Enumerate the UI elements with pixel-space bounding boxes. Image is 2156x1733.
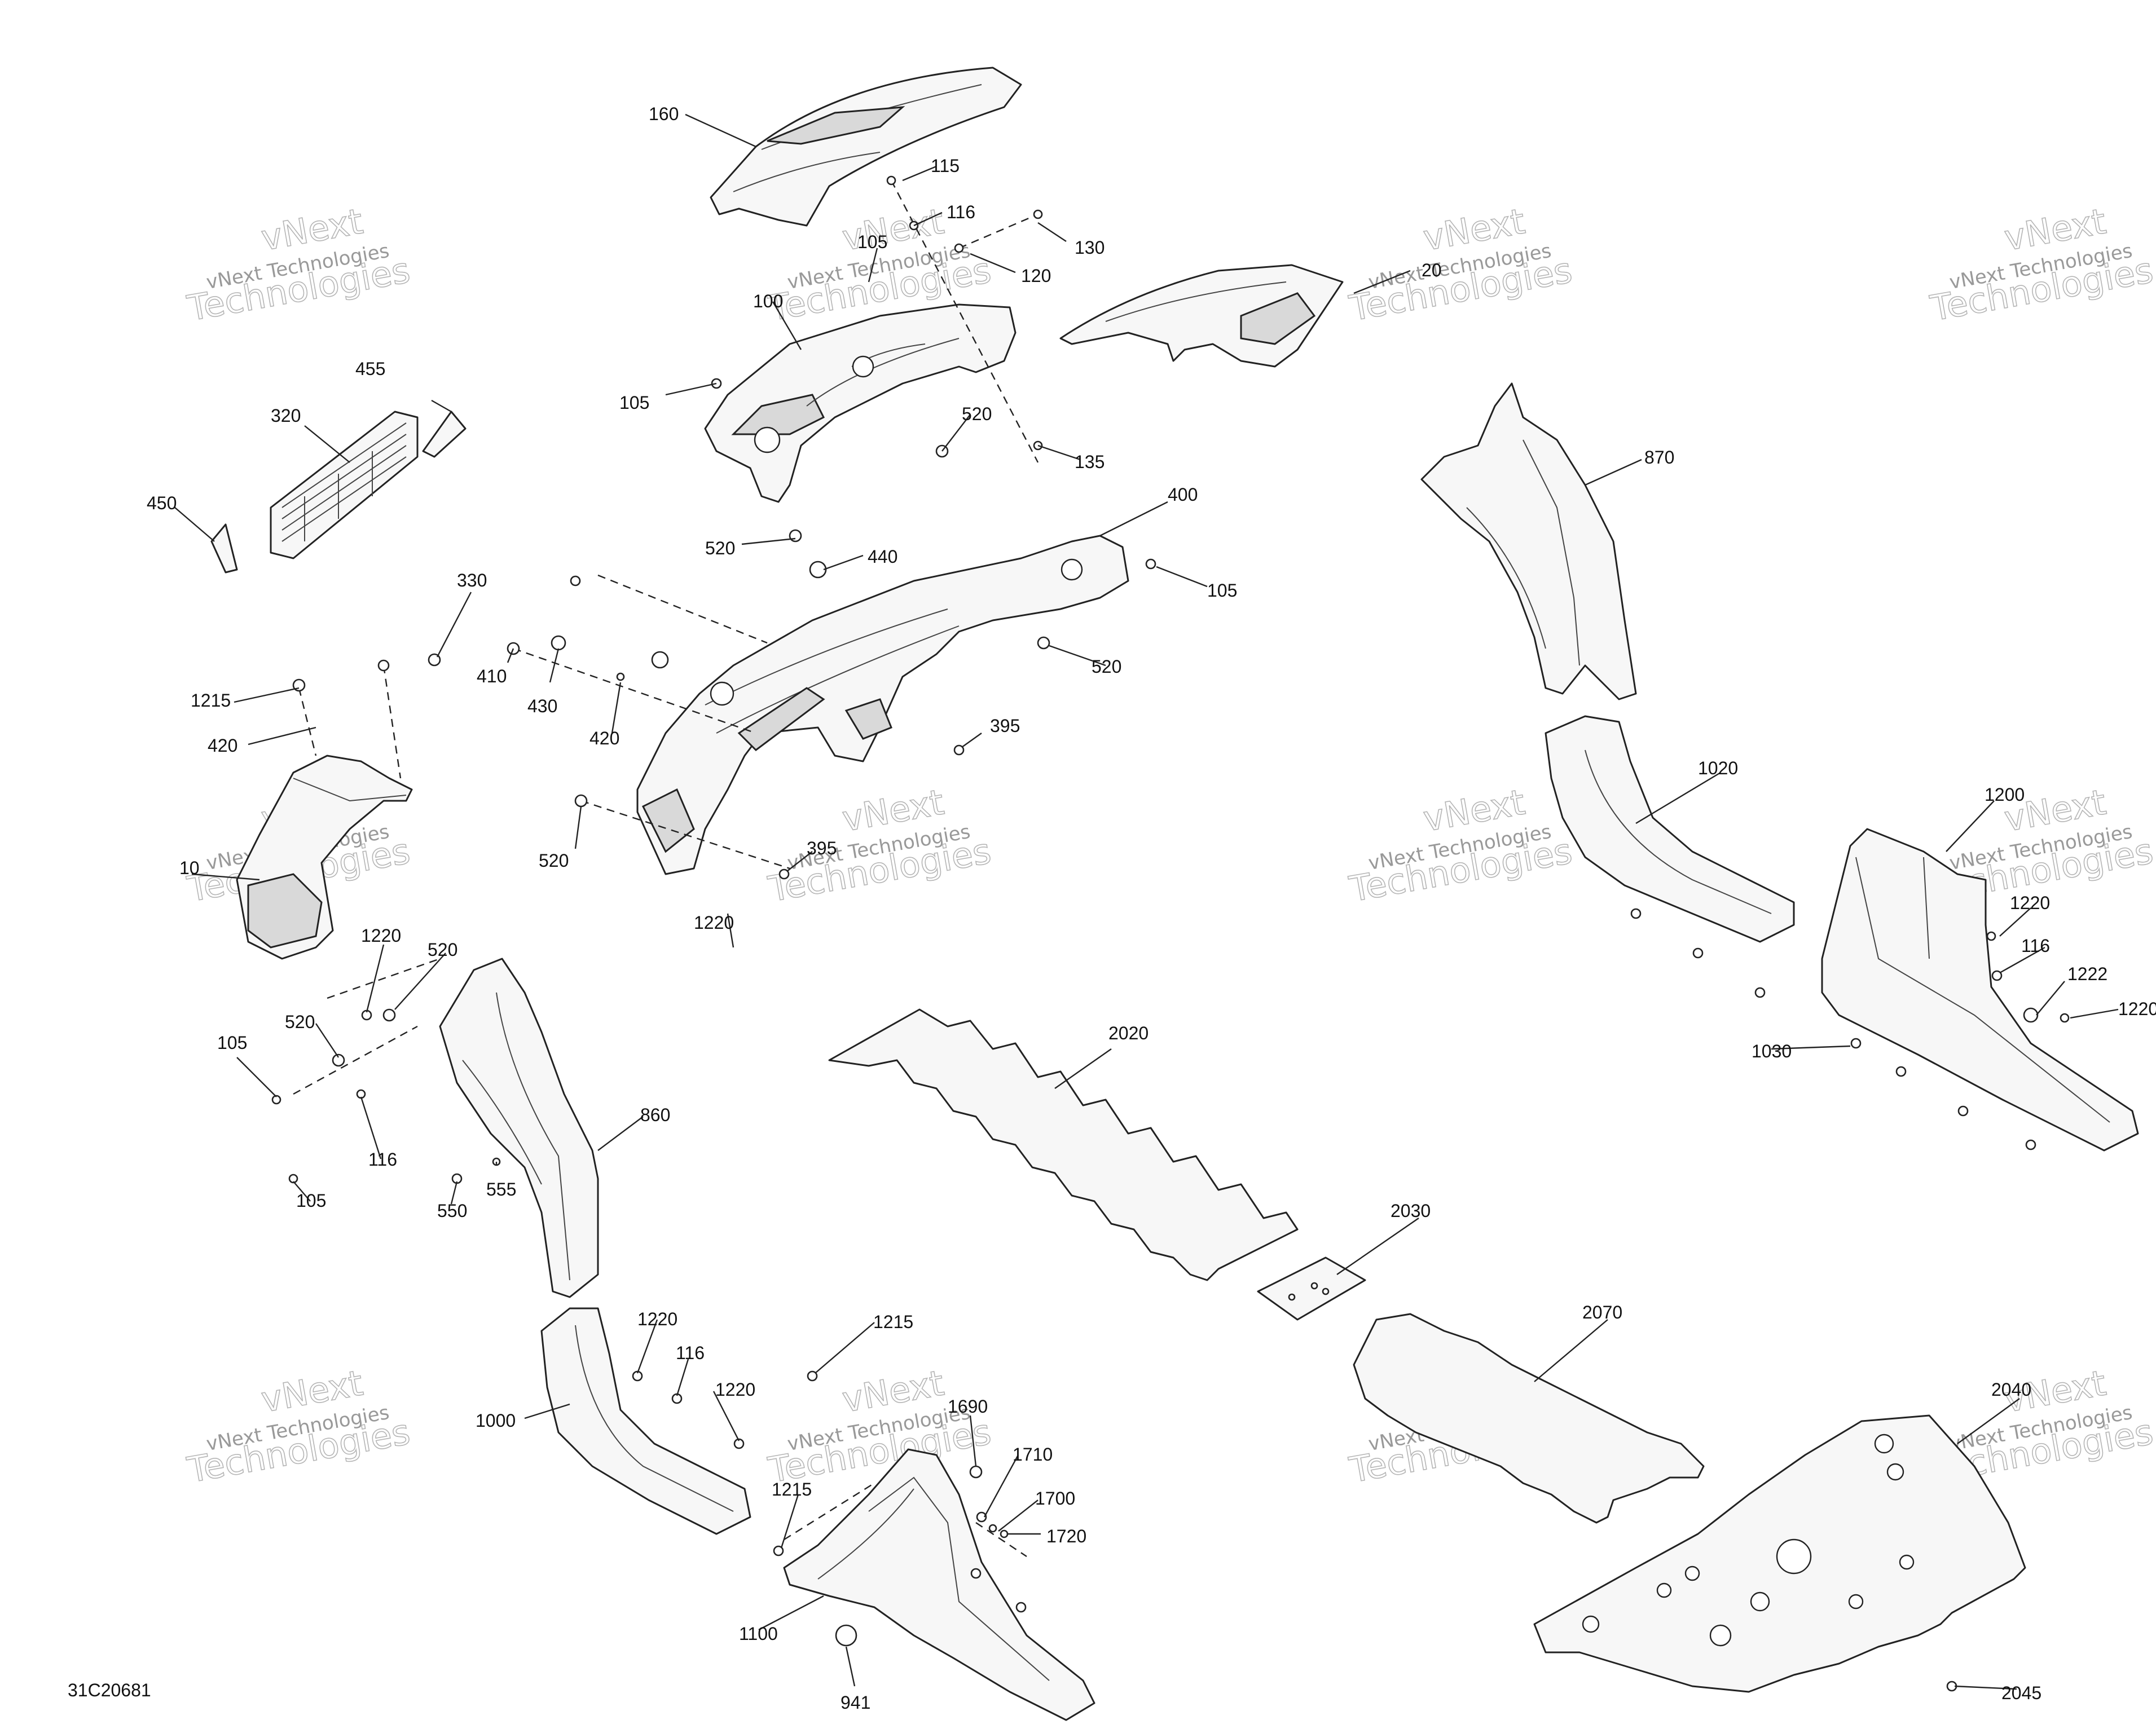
callout-555: 555 <box>486 1179 516 1200</box>
callout-520: 520 <box>539 850 569 871</box>
callout-520: 520 <box>705 538 735 558</box>
callout-420: 420 <box>208 735 237 756</box>
callout-105: 105 <box>619 393 649 413</box>
leader-lines <box>174 113 2119 1690</box>
callout-1220: 1220 <box>361 925 401 946</box>
parts <box>210 67 2139 1721</box>
callout-395: 395 <box>807 838 837 858</box>
watermark-top-center: vNext vNext Technologies Technologies <box>765 200 995 330</box>
callout-116: 116 <box>2021 936 2050 956</box>
callout-115: 115 <box>931 156 960 176</box>
part-160-top-cover <box>710 67 1022 227</box>
part-2070-floor-panel <box>1353 1313 1705 1524</box>
document-id: 31C20681 <box>68 1680 151 1700</box>
callout-520: 520 <box>285 1012 315 1032</box>
callout-labels: 160 115 116 105 130 120 20 100 105 520 1… <box>147 104 2156 1713</box>
callout-1215: 1215 <box>873 1312 913 1332</box>
part-2040-skid-plate <box>1533 1414 2026 1693</box>
watermark-mid-center: vNext vNext Technologies Technologies <box>765 781 995 911</box>
callout-1720: 1720 <box>1046 1526 1086 1546</box>
callout-320: 320 <box>271 405 301 426</box>
fasteners <box>271 175 2070 1692</box>
callout-1222: 1222 <box>2067 964 2107 984</box>
callout-2020: 2020 <box>1108 1023 1149 1043</box>
callout-1020: 1020 <box>1698 758 1738 778</box>
callout-116: 116 <box>676 1343 705 1363</box>
callout-105: 105 <box>296 1190 326 1211</box>
part-10-left-front-cover <box>236 755 413 960</box>
part-1200-right-side <box>1821 828 2139 1152</box>
callout-2030: 2030 <box>1391 1201 1431 1221</box>
callout-395: 395 <box>990 716 1020 736</box>
part-455-reflector <box>422 411 467 458</box>
callout-135: 135 <box>1075 452 1105 472</box>
callout-1215: 1215 <box>772 1479 812 1500</box>
watermark-bottom-left: vNext vNext Technologies Technologies <box>184 1362 413 1492</box>
callout-105: 105 <box>857 232 887 252</box>
callout-1220: 1220 <box>694 912 734 933</box>
callout-10: 10 <box>179 858 200 878</box>
callout-20: 20 <box>1422 260 1442 280</box>
callout-1220: 1220 <box>2010 893 2050 913</box>
part-1020-right-rocker <box>1545 715 1795 943</box>
part-400-main-dash-frame <box>636 535 1129 875</box>
watermark-bottom-center: vNext vNext Technologies Technologies <box>765 1362 995 1492</box>
part-2020-floor-panel <box>828 1008 1299 1281</box>
callout-420: 420 <box>589 728 619 748</box>
callout-440: 440 <box>868 546 897 567</box>
watermark-top-right: vNext vNext Technologies Technologies <box>1927 200 2156 330</box>
part-320-grille <box>270 411 419 559</box>
callout-400: 400 <box>1168 484 1198 505</box>
part-870-right-pillar <box>1420 382 1637 700</box>
callout-860: 860 <box>640 1105 670 1125</box>
callout-1700: 1700 <box>1035 1488 1075 1509</box>
callout-410: 410 <box>477 666 507 686</box>
callout-1215: 1215 <box>191 690 231 711</box>
part-860-left-pillar <box>439 958 599 1298</box>
callout-550: 550 <box>437 1201 467 1221</box>
part-1000-left-rocker <box>540 1307 751 1535</box>
callout-160: 160 <box>649 104 679 124</box>
callout-1220: 1220 <box>637 1309 677 1329</box>
callout-116: 116 <box>947 202 975 222</box>
callout-116: 116 <box>368 1149 397 1170</box>
callout-1000: 1000 <box>476 1410 516 1431</box>
callout-520: 520 <box>428 940 457 960</box>
callout-870: 870 <box>1644 447 1674 468</box>
callout-1030: 1030 <box>1752 1041 1792 1061</box>
callout-1690: 1690 <box>948 1396 988 1417</box>
callout-130: 130 <box>1075 237 1105 258</box>
callout-1220: 1220 <box>2118 999 2156 1019</box>
callout-1100: 1100 <box>739 1624 778 1644</box>
callout-430: 430 <box>527 696 557 716</box>
callout-520: 520 <box>1092 656 1121 677</box>
callout-450: 450 <box>147 493 177 513</box>
watermark-top-mid-right: vNext vNext Technologies Technologies <box>1346 200 1576 330</box>
callout-120: 120 <box>1021 266 1051 286</box>
callout-2070: 2070 <box>1582 1302 1622 1322</box>
callout-520: 520 <box>962 404 992 424</box>
part-20-right-dash-cover <box>1059 264 1344 368</box>
callout-2040: 2040 <box>1991 1379 2031 1400</box>
callout-330: 330 <box>457 570 487 590</box>
watermark-mid-mid-right: vNext vNext Technologies Technologies <box>1346 781 1576 911</box>
callout-105: 105 <box>217 1033 247 1053</box>
callout-1200: 1200 <box>1985 784 2025 805</box>
callout-2045: 2045 <box>2001 1683 2041 1703</box>
part-450-reflector <box>210 523 238 574</box>
callout-100: 100 <box>753 291 783 311</box>
callout-1220: 1220 <box>715 1379 755 1400</box>
callout-1710: 1710 <box>1013 1444 1053 1465</box>
callout-941: 941 <box>841 1692 870 1713</box>
callout-105: 105 <box>1207 580 1237 601</box>
part-1100-center-console <box>783 1448 1095 1721</box>
watermark-top-left: vNext vNext Technologies Technologies <box>184 200 413 330</box>
callout-455: 455 <box>355 359 385 379</box>
part-100-dash-housing <box>704 303 1017 503</box>
